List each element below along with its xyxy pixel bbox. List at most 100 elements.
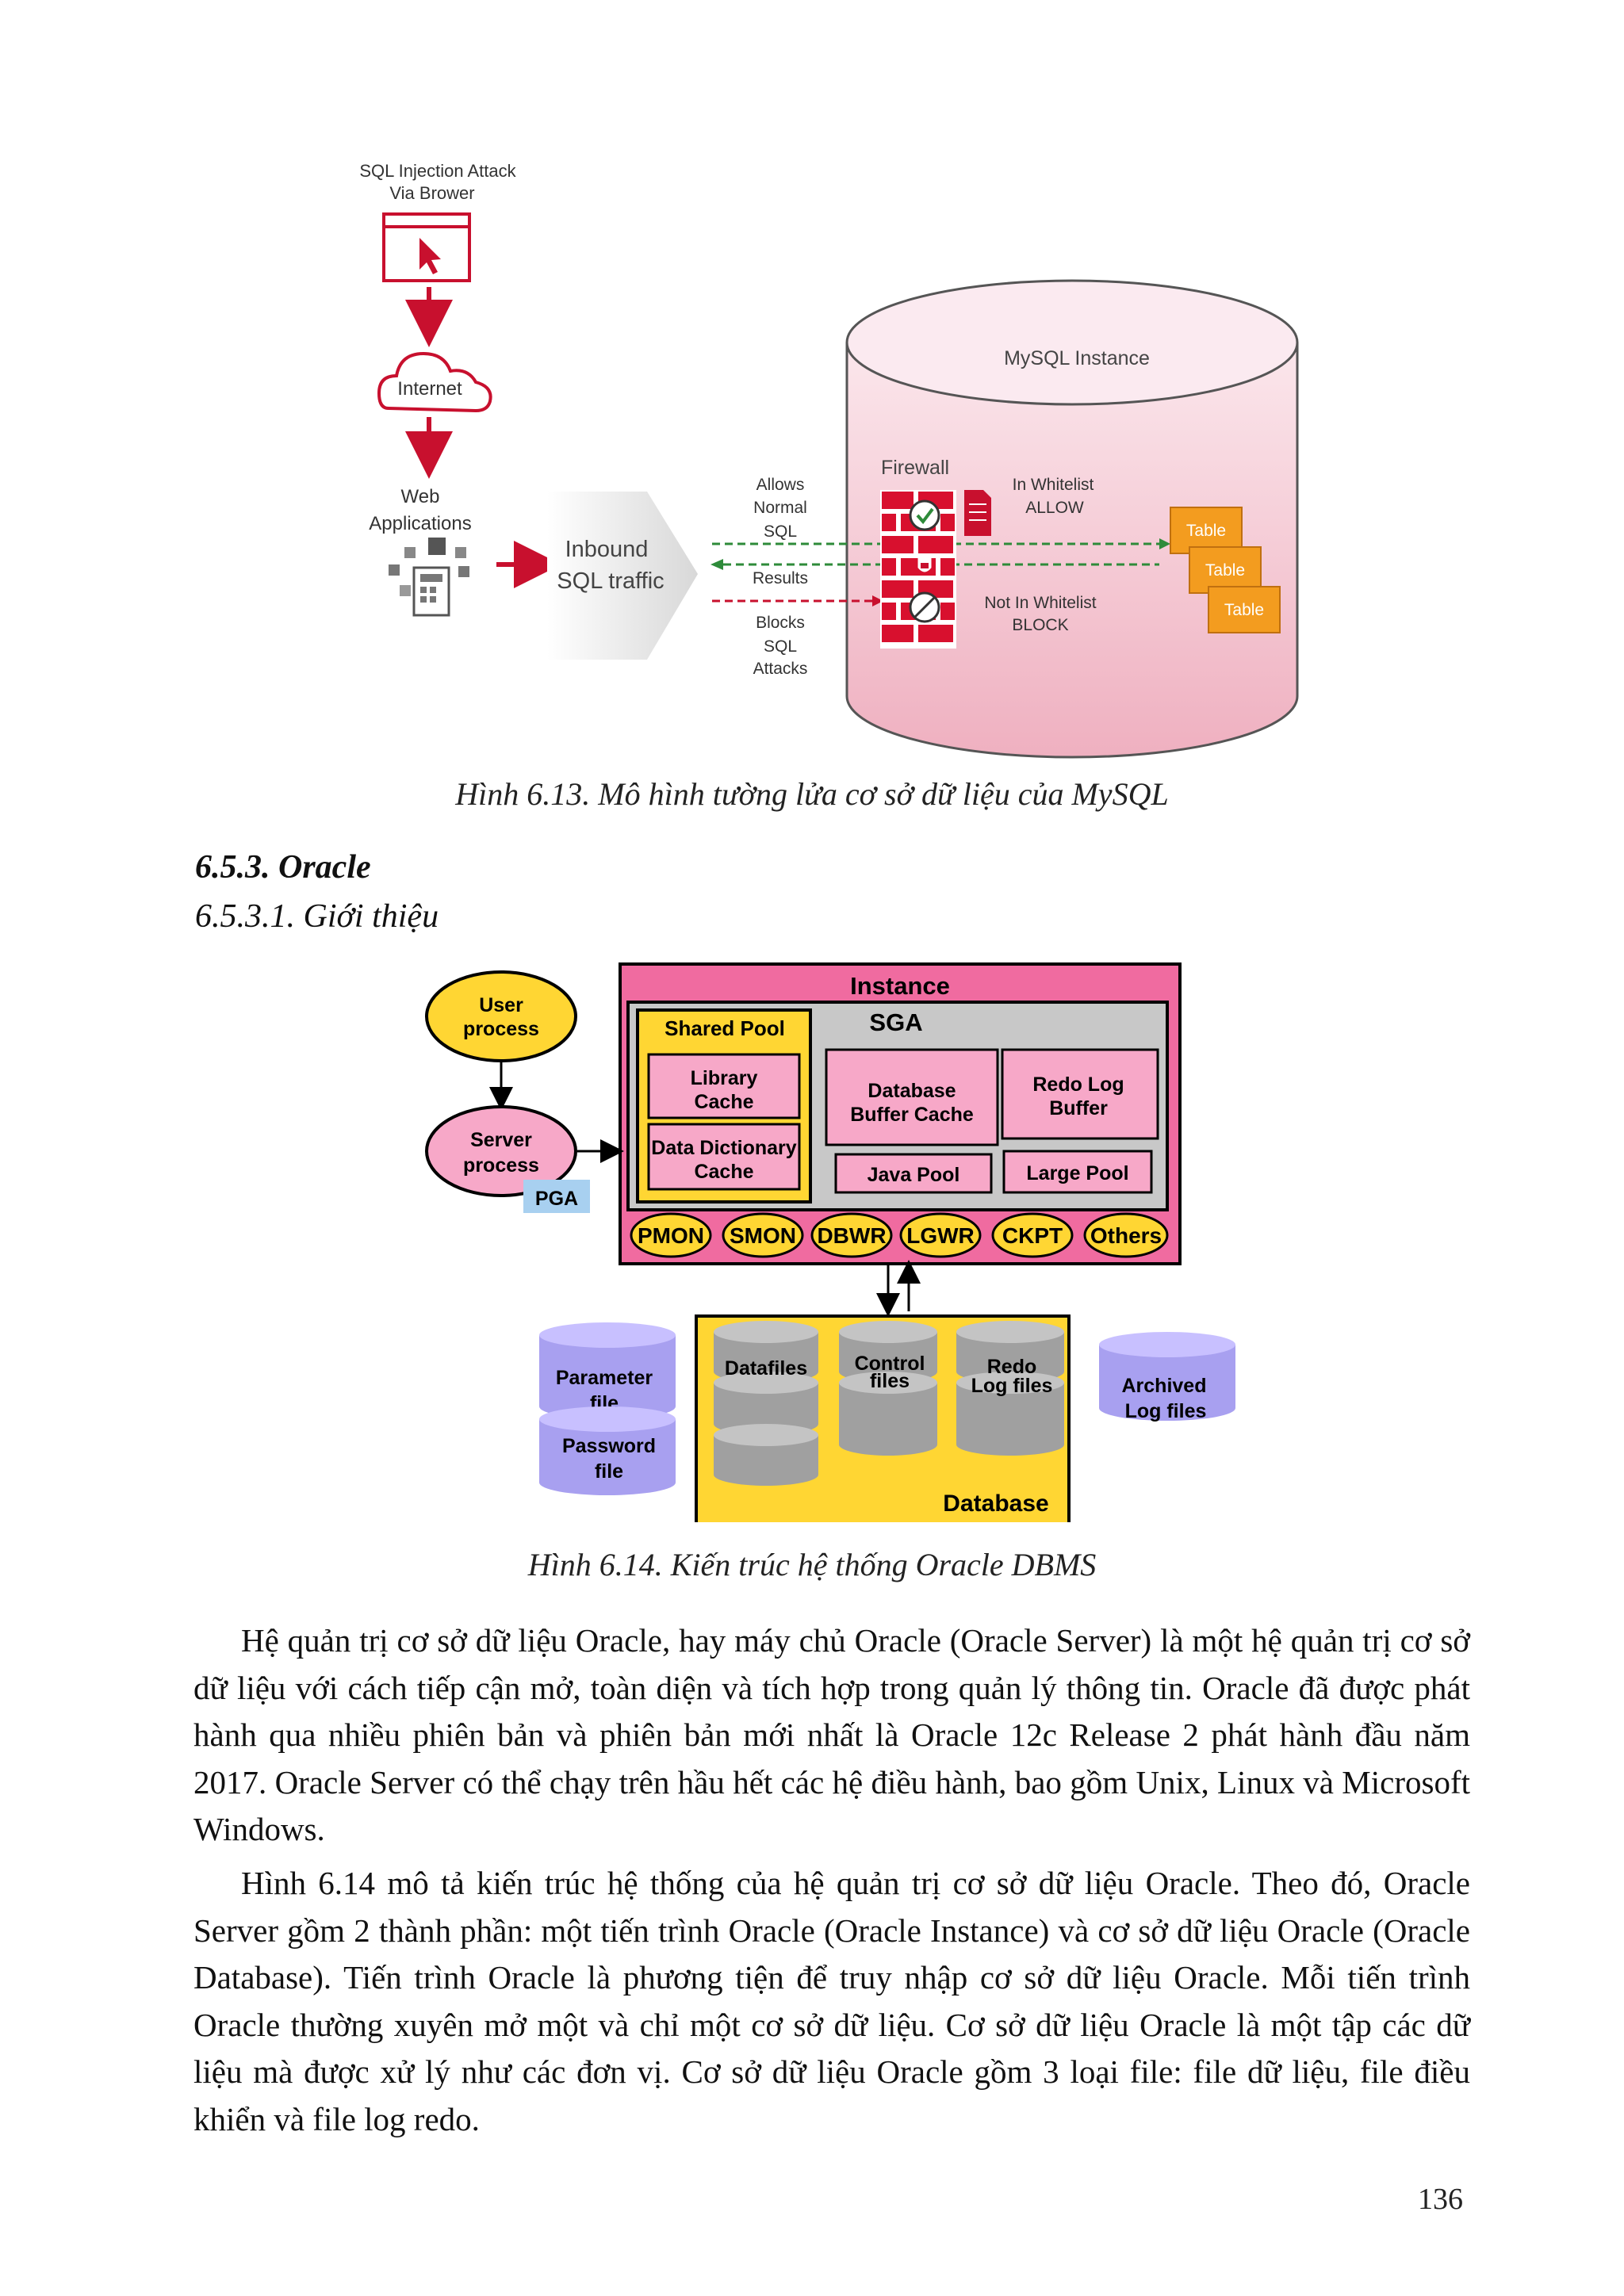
bg-process-dbwr-label: DBWR	[817, 1223, 886, 1248]
lock-shield-icon	[917, 557, 932, 572]
blocks-line3: Attacks	[753, 660, 808, 678]
pga-box	[523, 1180, 590, 1213]
user-process-line1: User	[479, 994, 523, 1016]
data-dictionary-box	[647, 1123, 801, 1191]
allow-check-icon	[909, 499, 940, 531]
bg-process-dbwr	[810, 1212, 893, 1258]
results-label: Results	[753, 569, 808, 587]
archived-line2: Log files	[1125, 1400, 1207, 1422]
mysql-instance-label: MySQL Instance	[1004, 347, 1150, 369]
bg-process-ckpt	[991, 1212, 1074, 1258]
figure2-caption: Hình 6.14. Kiến trúc hệ thống Oracle DBM…	[527, 1547, 1097, 1582]
redo-log-files-stack	[956, 1321, 1064, 1456]
table-label-2: Table	[1205, 561, 1245, 580]
attack-label-line1: SQL Injection Attack	[359, 161, 516, 181]
paragraph-1: Hệ quản trị cơ sở dữ liệu Oracle, hay má…	[193, 1622, 1470, 1847]
webapp-label-line1: Web	[401, 486, 440, 507]
data-dictionary-line1: Data Dictionary	[651, 1137, 796, 1159]
user-process-line2: process	[463, 1018, 539, 1040]
large-pool-label: Large Pool	[1026, 1162, 1128, 1184]
bg-process-smon	[722, 1212, 804, 1258]
bg-process-lgwr	[899, 1212, 982, 1258]
section-subheading: 6.5.3.1. Giới thiệu	[195, 898, 439, 935]
mysql-instance-cylinder	[845, 279, 1299, 759]
allows-line2: Normal	[753, 499, 807, 517]
library-cache-line2: Cache	[694, 1091, 753, 1113]
background-processes-row: PMON SMON DBWR LGWR CKPT Others	[630, 1212, 1169, 1258]
blocks-line2: SQL	[764, 637, 797, 656]
bg-process-pmon-label: PMON	[638, 1223, 704, 1248]
large-pool-box	[1002, 1150, 1153, 1194]
server-process-line2: process	[463, 1154, 539, 1177]
bg-process-pmon	[630, 1212, 712, 1258]
redo-buffer-line2: Buffer	[1049, 1097, 1108, 1119]
datafiles-label: Datafiles	[725, 1357, 807, 1380]
document-icon	[964, 490, 991, 536]
internet-cloud-icon	[377, 351, 492, 413]
password-file-line2: file	[595, 1460, 623, 1483]
paragraph-2: Hình 6.14 mô tả kiến trúc hệ thống của h…	[193, 1865, 1470, 2137]
table-label-3: Table	[1224, 601, 1264, 619]
allows-line1: Allows	[756, 476, 805, 494]
control-files-line2: files	[870, 1370, 910, 1392]
table-label-1: Table	[1186, 522, 1226, 540]
bg-process-lgwr-label: LGWR	[906, 1223, 975, 1248]
user-process-ellipse	[425, 970, 577, 1062]
db-buffer-line2: Buffer Cache	[850, 1104, 974, 1126]
block-icon	[909, 591, 940, 623]
page-number: 136	[1418, 2183, 1463, 2216]
allows-line3: SQL	[764, 522, 797, 541]
instance-label: Instance	[850, 972, 950, 1000]
sga-label: SGA	[869, 1008, 922, 1036]
inbound-line2: SQL traffic	[557, 568, 664, 594]
browser-icon	[382, 212, 471, 282]
bg-process-others	[1083, 1212, 1169, 1258]
redo-files-line2: Log files	[971, 1375, 1053, 1397]
pga-label: PGA	[535, 1188, 578, 1210]
shared-pool-label: Shared Pool	[665, 1016, 785, 1040]
section-heading: 6.5.3. Oracle	[195, 849, 371, 886]
archived-line1: Archived	[1122, 1375, 1207, 1397]
archived-log-files-cylinder	[1099, 1332, 1235, 1421]
library-cache-box	[647, 1053, 801, 1119]
internet-label: Internet	[397, 378, 462, 400]
figure1-caption: Hình 6.13. Mô hình tường lửa cơ sở dữ li…	[455, 776, 1169, 812]
inbound-line1: Inbound	[565, 537, 649, 562]
web-applications-icon	[389, 538, 469, 617]
parameter-file-cylinder	[539, 1322, 676, 1419]
data-dictionary-line2: Cache	[694, 1161, 753, 1183]
server-process-ellipse	[425, 1105, 577, 1197]
java-pool-label: Java Pool	[868, 1164, 960, 1186]
library-cache-line1: Library	[691, 1067, 758, 1089]
bg-process-smon-label: SMON	[730, 1223, 796, 1248]
bg-process-others-label: Others	[1090, 1223, 1162, 1248]
mysql-firewall-diagram: SQL Injection Attack Via Brower Internet…	[359, 161, 1299, 759]
parameter-file-line1: Parameter	[556, 1367, 653, 1389]
notwhitelist-line2: BLOCK	[1012, 616, 1068, 634]
whitelist-line2: ALLOW	[1025, 499, 1084, 517]
attack-label-line2: Via Brower	[389, 183, 474, 203]
redo-buffer-line1: Redo Log	[1032, 1073, 1124, 1096]
password-file-cylinder	[539, 1406, 676, 1495]
redo-log-buffer-box	[1001, 1048, 1159, 1140]
whitelist-line1: In Whitelist	[1013, 476, 1094, 494]
server-process-line1: Server	[470, 1129, 532, 1151]
blocks-line1: Blocks	[756, 614, 805, 632]
control-files-line1: Control	[855, 1353, 925, 1375]
java-pool-box	[834, 1153, 993, 1194]
oracle-architecture-diagram: Instance SGA Shared Pool Library Cache D…	[425, 962, 1235, 1522]
redo-files-line1: Redo	[987, 1356, 1037, 1378]
datafiles-stack	[714, 1321, 818, 1486]
bg-process-ckpt-label: CKPT	[1002, 1223, 1063, 1248]
database-label: Database	[943, 1490, 1048, 1517]
firewall-label: Firewall	[881, 457, 949, 479]
db-buffer-line1: Database	[868, 1080, 956, 1102]
control-files-stack	[839, 1321, 937, 1456]
notwhitelist-line1: Not In Whitelist	[984, 594, 1096, 612]
inbound-chevron	[547, 492, 698, 660]
password-file-line1: Password	[562, 1435, 656, 1457]
webapp-label-line2: Applications	[369, 513, 471, 534]
db-buffer-cache-box	[825, 1048, 999, 1146]
table-stack: Table Table Table	[1170, 507, 1281, 633]
